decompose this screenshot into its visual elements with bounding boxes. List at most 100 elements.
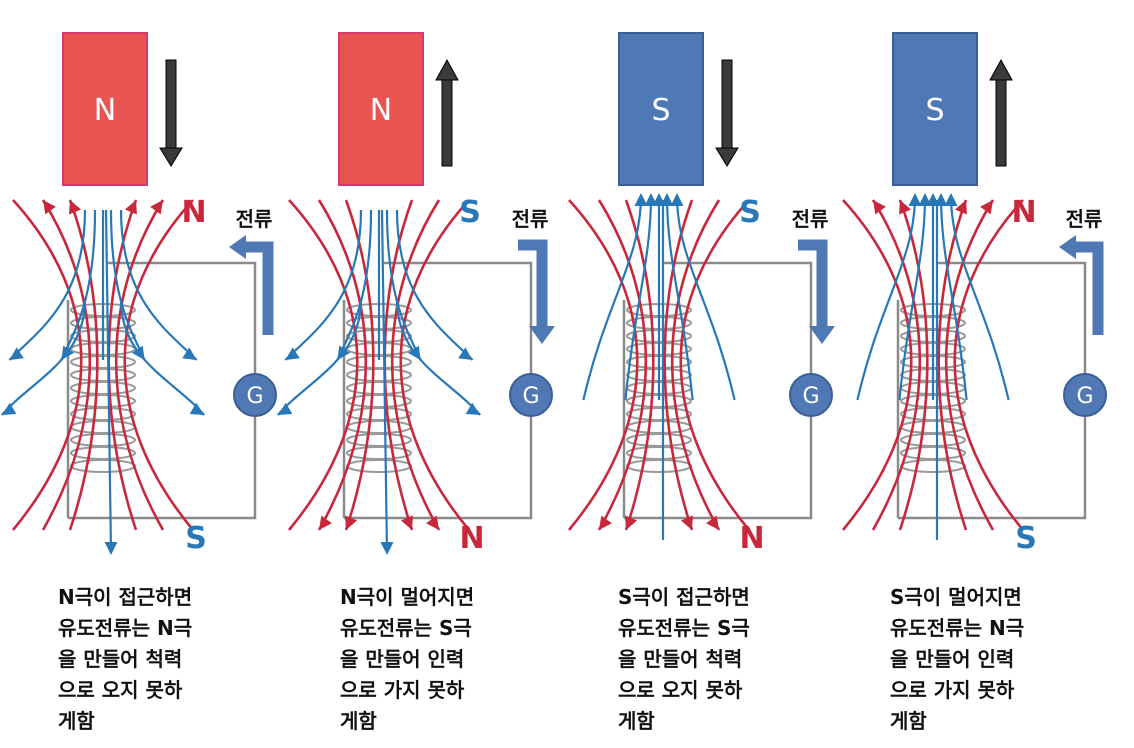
circuit-wire [108,261,257,378]
coil-turn [626,407,692,421]
magnet-field-line [395,299,481,416]
caption: S극이 접근하면 유도전류는 S극 을 만들어 척력 으로 오지 못하 게함 [618,582,838,737]
magnet-n [62,32,148,186]
current-label: 전류 [236,207,273,231]
field-arrowhead [944,193,958,206]
induced-field-line [898,199,929,531]
caption-line: 게함 [618,709,655,733]
caption-line: 유도전류는 S극 [340,616,472,640]
field-arrowhead [670,193,684,206]
current-arrow [518,239,548,328]
induced-field-line [841,199,913,531]
magnet-field-line [277,299,363,416]
induced-field-line [953,199,1025,531]
current-label: 전류 [512,207,549,231]
motion-arrow-shaft [165,59,177,151]
field-arrowhead [345,515,358,530]
coil-turn [900,407,966,421]
coil-turn [346,394,412,408]
motion-arrow-shaft [441,77,453,167]
coil-turn [900,420,966,434]
field-arrowhead [426,515,439,530]
motion-arrow-down-icon [715,147,739,167]
induced-field-line [871,199,922,531]
magnet-field-line [624,194,653,401]
current-arrow-down-icon [529,326,555,344]
magnet-field-line [675,194,736,401]
magnet-pole-label: N [94,93,116,128]
field-arrowhead [9,347,24,360]
field-arrowhead [277,402,293,415]
caption-line: 으로 오지 못하 [618,678,743,702]
magnet-field-line [949,194,1010,401]
motion-arrow-up-icon [989,58,1013,81]
field-arrowhead [980,200,993,215]
caption-line: 을 만들어 인력 [340,647,465,671]
caption: N극이 접근하면 유도전류는 N극 을 만들어 척력 으로 오지 못하 게함 [58,582,278,737]
field-arrowhead [319,515,332,530]
circuit-wire [898,412,1087,520]
magnet-field-line [8,209,87,361]
induced-bottom-pole: S [185,521,207,556]
induced-top-pole: S [739,195,761,230]
magnet-field-line [856,194,917,401]
field-arrowhead [1,402,17,415]
magnet-field-line [119,299,205,416]
coil-turn [900,459,966,473]
current-arrow [244,241,274,335]
current-arrow-up-icon [229,235,246,259]
induced-top-pole: N [1011,195,1036,230]
field-arrowhead [124,200,137,215]
induced-field-line [670,199,721,531]
magnet-field-line [104,209,113,553]
field-arrowhead [706,515,719,530]
motion-arrow-shaft [721,59,733,151]
coil-turn [70,394,136,408]
caption-line: 유도전류는 N극 [58,616,193,640]
induced-top-pole: N [181,195,206,230]
circuit-wire [664,261,813,378]
field-arrowhead [908,193,922,206]
galvanometer-label: G [802,384,819,409]
magnet-field-line [582,194,643,401]
magnet-pole-label: N [370,93,392,128]
caption-line: 으로 가지 못하 [890,678,1015,702]
induced-field-line [937,199,968,531]
magnet-pole-label: S [925,93,944,128]
field-arrowhead [61,345,75,360]
field-arrowhead [337,345,351,360]
caption-line: S극이 멀어지면 [890,585,1022,609]
field-arrowhead [182,347,197,360]
coil-turn [346,407,412,421]
induced-bottom-pole: S [1015,521,1037,556]
induced-bottom-pole: N [459,521,484,556]
coil-turn [70,420,136,434]
galvanometer [509,373,553,417]
field-arrowhead [400,515,413,530]
coil-turn [70,446,136,460]
circuit-wire [384,261,533,378]
field-arrowhead [189,402,205,415]
circuit-wire [624,412,813,520]
caption: S극이 멀어지면 유도전류는 N극 을 만들어 인력 으로 가지 못하 게함 [890,582,1110,737]
induced-field-line [287,199,359,531]
field-arrowhead [873,200,886,215]
caption-line: 유도전류는 N극 [890,616,1025,640]
caption-line: 게함 [890,709,927,733]
coil-turn [626,446,692,460]
induced-bottom-pole: N [739,521,764,556]
induced-field-line [597,199,648,531]
coil-turn [70,407,136,421]
current-label: 전류 [792,207,829,231]
magnet-field-line [284,209,363,361]
magnet-field-line [119,209,198,361]
induced-top-pole: S [459,195,481,230]
magnet-field-line [395,209,474,361]
field-arrowhead [599,515,612,530]
induced-field-line [123,199,195,531]
induced-field-line [624,199,655,531]
coil-turn [900,446,966,460]
